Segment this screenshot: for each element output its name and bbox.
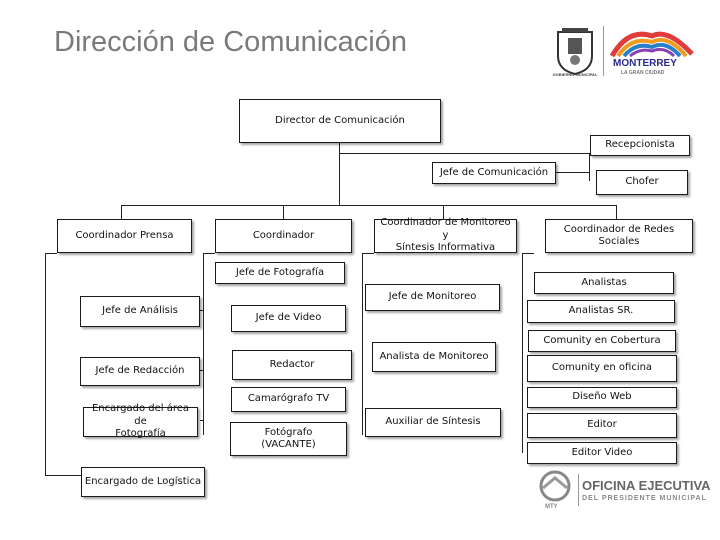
seal-caption: GOBIERNO MUNICIPAL (552, 72, 598, 77)
connector (339, 143, 340, 205)
org-box-jefe-analisis: Jefe de Análisis (80, 296, 200, 327)
org-box-redactor: Redactor (232, 350, 352, 380)
logo-divider (578, 474, 579, 506)
oficina-ejecutiva-logo (539, 470, 571, 502)
org-box-comunity-oficina: Comunity en oficina (527, 355, 677, 382)
connector (589, 153, 590, 181)
org-box-editor: Editor (527, 413, 677, 438)
connector (200, 310, 204, 311)
connector (443, 205, 444, 219)
connector (45, 475, 81, 476)
connector (203, 253, 215, 254)
org-box-coord-redes: Coordinador de Redes Sociales (545, 219, 693, 253)
org-box-coordinador: Coordinador (215, 219, 352, 253)
org-box-fotografo: Fotógrafo (VACANTE) (230, 422, 347, 456)
org-box-editor-video: Editor Video (527, 442, 677, 464)
org-box-jefe-monitoreo: Jefe de Monitoreo (365, 284, 500, 311)
oficina-wordmark: OFICINA EJECUTIVA (582, 478, 711, 493)
monterrey-wordmark: MONTERREY (613, 58, 677, 69)
connector (522, 253, 523, 453)
org-box-diseno-web: Diseño Web (527, 387, 677, 408)
org-box-analistas-sr: Analistas SR. (527, 300, 675, 323)
connector (283, 205, 284, 219)
oficina-mark: MTY (545, 504, 558, 510)
connector (362, 253, 374, 254)
municipal-seal-logo (557, 28, 593, 76)
org-box-jefe-fotografia: Jefe de Fotografía (215, 262, 345, 284)
connector (45, 253, 57, 254)
connector (200, 370, 204, 371)
org-box-jefe-redaccion: Jefe de Redacción (80, 357, 200, 386)
oficina-subtitle: DEL PRESIDENTE MUNICIPAL (582, 495, 707, 502)
org-box-camarografo: Camarógrafo TV (231, 387, 346, 412)
monterrey-tagline: LA GRAN CIUDAD (621, 70, 665, 76)
org-box-encargado-fotografia: Encargado del área de Fotografía (83, 403, 198, 439)
org-box-recepcionista: Recepcionista (590, 135, 690, 156)
connector (121, 205, 122, 219)
org-box-chofer: Chofer (596, 170, 688, 195)
org-box-jefe-comunicacion: Jefe de Comunicación (432, 162, 556, 184)
monterrey-logo (609, 31, 694, 58)
org-box-encargado-logistica: Encargado de Logística (81, 467, 205, 497)
connector (121, 205, 616, 206)
connector (45, 253, 46, 475)
connector (556, 172, 589, 173)
page-title: Dirección de Comunicación (54, 26, 407, 58)
connector (339, 153, 589, 154)
connector (522, 253, 534, 254)
org-box-auxiliar-sintesis: Auxiliar de Síntesis (365, 408, 501, 437)
connector (616, 205, 617, 219)
connector (203, 253, 204, 435)
connector (362, 253, 363, 435)
connector (200, 420, 204, 421)
org-box-comunity-cobertura: Comunity en Cobertura (528, 330, 676, 352)
org-box-analista-monitoreo: Analista de Monitoreo (372, 342, 496, 372)
org-box-analistas: Analistas (534, 272, 674, 294)
logo-divider (603, 26, 604, 76)
org-box-jefe-video: Jefe de Video (231, 305, 346, 332)
org-box-director: Director de Comunicación (239, 99, 441, 143)
org-box-coord-monitoreo: Coordinador de Monitoreo y Síntesis Info… (374, 217, 517, 253)
org-box-coord-prensa: Coordinador Prensa (57, 219, 192, 253)
